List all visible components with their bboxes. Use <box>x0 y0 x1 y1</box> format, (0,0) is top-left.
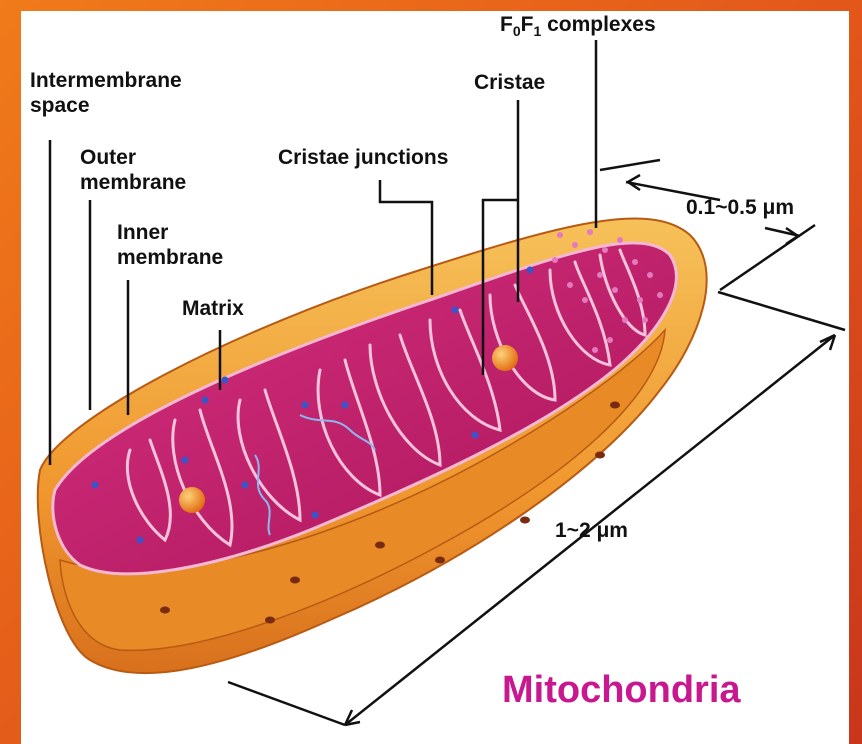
granule <box>179 487 205 513</box>
intermembrane-space-label: Intermembrane space <box>30 68 182 118</box>
width-dimension-label: 0.1~0.5 μm <box>686 195 794 220</box>
outer-membrane-label: Outer membrane <box>80 145 186 195</box>
intermembrane-line1: Intermembrane <box>30 68 182 93</box>
length-dimension-label: 1~2 μm <box>555 518 628 543</box>
intermembrane-line2: space <box>30 93 182 118</box>
f0f1-sub0: 0 <box>513 23 521 39</box>
matrix-label: Matrix <box>182 296 244 321</box>
inner-membrane-line2: membrane <box>117 245 223 270</box>
cristae-label: Cristae <box>474 70 545 95</box>
slide-title: Mitochondria <box>502 668 741 712</box>
f0f1-f: F <box>500 13 513 36</box>
cristae-junctions-label: Cristae junctions <box>278 145 448 170</box>
f0f1-f2: F <box>521 13 534 36</box>
f0f1-rest: complexes <box>541 13 655 36</box>
inner-membrane-label: Inner membrane <box>117 220 223 270</box>
granule <box>492 345 518 371</box>
f0f1-complexes-label: F0F1 complexes <box>500 12 656 44</box>
outer-membrane-line1: Outer <box>80 145 186 170</box>
outer-membrane-line2: membrane <box>80 170 186 195</box>
inner-membrane-line1: Inner <box>117 220 223 245</box>
